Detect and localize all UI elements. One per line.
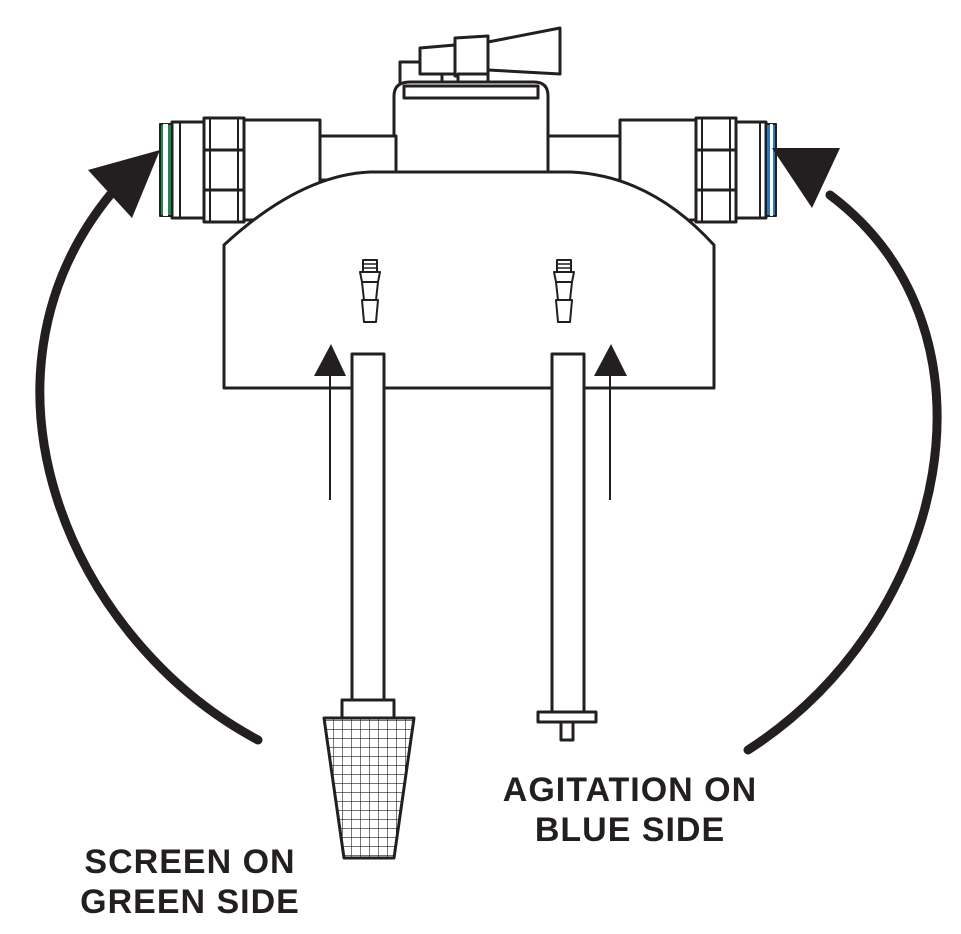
- curved-arrow-right: [743, 148, 942, 755]
- left-fitting: [170, 116, 322, 224]
- screen-on-green-side-label: SCREEN ON GREEN SIDE: [60, 842, 320, 922]
- right-fitting: [618, 116, 768, 224]
- screen-label-line-1: SCREEN ON: [84, 843, 296, 881]
- curved-arrow-left: [35, 150, 263, 745]
- manifold-base: [222, 170, 716, 390]
- valve-body-cap: [392, 80, 550, 180]
- flow-arrow-right: [594, 344, 627, 500]
- right-barb-fitting: [553, 259, 575, 323]
- agitation-on-blue-side-label: AGITATION ON BLUE SIDE: [470, 770, 790, 850]
- agitation-label-line-2: BLUE SIDE: [534, 811, 726, 849]
- agitation-label-line-1: AGITATION ON: [502, 771, 758, 809]
- agitation-tube: [550, 352, 586, 716]
- screen-strainer: [322, 716, 416, 860]
- flow-arrow-left: [314, 344, 346, 500]
- left-barb-fitting: [359, 259, 381, 323]
- screen-tube: [350, 352, 386, 706]
- screen-label-line-2: GREEN SIDE: [80, 883, 300, 921]
- valve-handle: [398, 26, 562, 90]
